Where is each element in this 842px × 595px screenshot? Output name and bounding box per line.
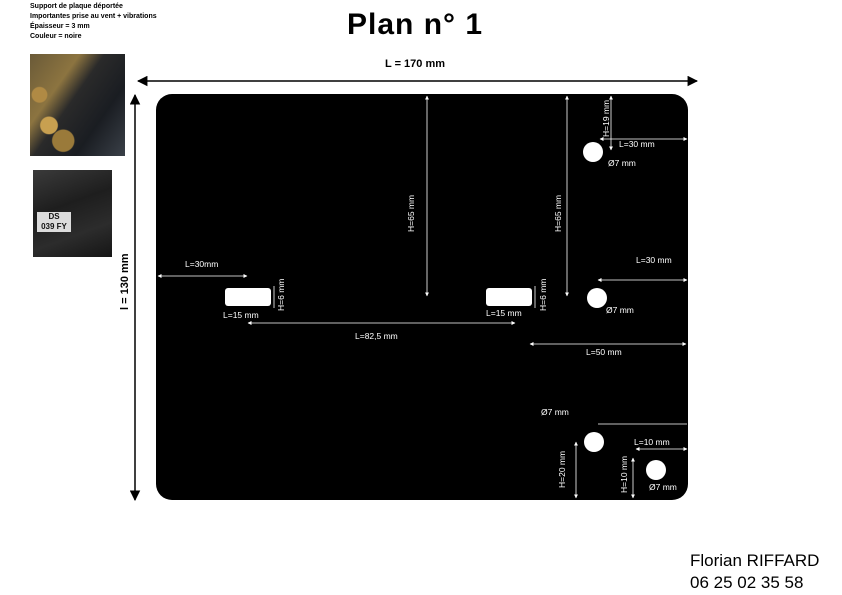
hole-top [583, 142, 603, 162]
label-l30-top: L=30 mm [619, 139, 655, 149]
label-l82: L=82,5 mm [355, 331, 398, 341]
label-l15-right: L=15 mm [486, 308, 522, 318]
label-h20: H=20 mm [557, 451, 567, 488]
hole-lower [584, 432, 604, 452]
author-name: Florian RIFFARD [690, 551, 820, 570]
author-block: Florian RIFFARD 06 25 02 35 58 [690, 550, 819, 594]
plan-title: Plan n° 1 [347, 8, 484, 41]
note-support: Support de plaque déportée [30, 3, 123, 10]
label-l30-mid: L=30 mm [636, 255, 672, 265]
plate-body [156, 94, 688, 500]
photo-mounted-plate: DS 039 FY [33, 170, 112, 257]
photo-plate-text-1: DS [48, 212, 60, 221]
note-wind: Importantes prise au vent + vibrations [30, 13, 157, 20]
label-dia-lower: Ø7 mm [541, 407, 569, 417]
author-phone: 06 25 02 35 58 [690, 573, 804, 592]
note-thickness: Épaisseur = 3 mm [30, 23, 90, 30]
label-l50: L=50 mm [586, 347, 622, 357]
note-color: Couleur = noire [30, 33, 82, 40]
width-dimension-label: l = 130 mm [119, 253, 131, 310]
label-h65-center: H=65 mm [406, 195, 416, 232]
label-h6-right: H=6 mm [538, 279, 548, 311]
spec-notes: Support de plaque déportée Importantes p… [30, 2, 157, 42]
photo-mount-overview [30, 54, 125, 156]
slot-left [225, 288, 271, 306]
photo-license-plate: DS 039 FY [37, 212, 71, 232]
label-h19: H=19 mm [601, 100, 611, 137]
label-dia-mid: Ø7 mm [606, 305, 634, 315]
label-h6-left: H=6 mm [276, 279, 286, 311]
hole-middle [587, 288, 607, 308]
label-l15-left: L=15 mm [223, 310, 259, 320]
hole-bottom [646, 460, 666, 480]
label-h10: H=10 mm [619, 456, 629, 493]
label-dia-top: Ø7 mm [608, 158, 636, 168]
label-dia-bottom: Ø7 mm [649, 482, 677, 492]
length-dimension-label: L = 170 mm [385, 58, 445, 70]
photo-plate-text-2: 039 FY [41, 222, 67, 231]
label-l30-left: L=30mm [185, 259, 218, 269]
label-h65-right: H=65 mm [553, 195, 563, 232]
label-l10: L=10 mm [634, 437, 670, 447]
slot-right [486, 288, 532, 306]
